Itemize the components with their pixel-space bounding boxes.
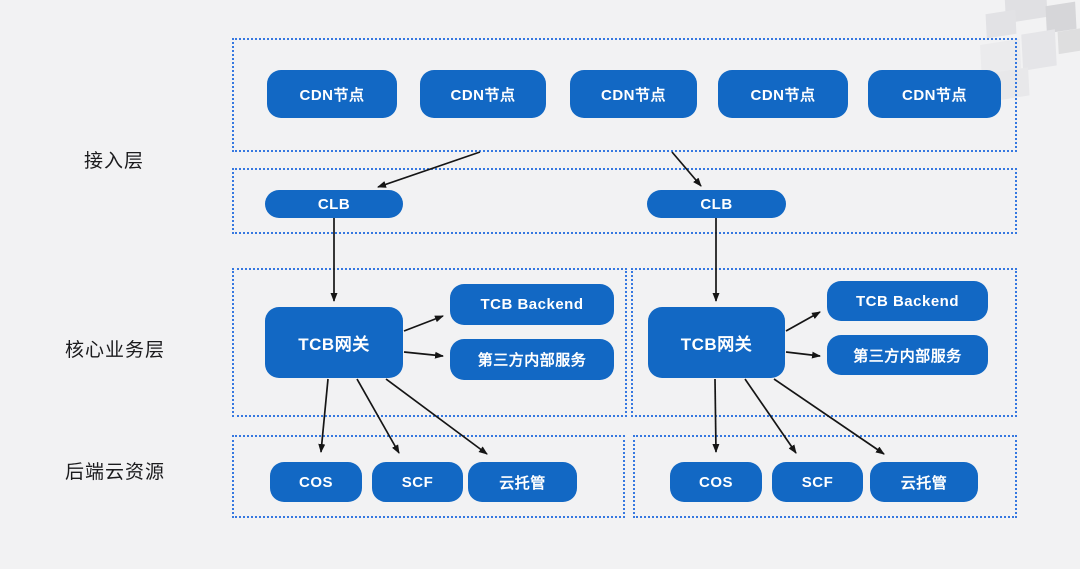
tcb-gateway-node: TCB网关 — [265, 307, 403, 378]
backend-right-container — [633, 435, 1017, 518]
scf-node: SCF — [772, 462, 863, 502]
cdn-node: CDN节点 — [868, 70, 1001, 118]
core-cluster-left-container — [232, 268, 627, 417]
scf-node: SCF — [372, 462, 463, 502]
cloud-run-node: 云托管 — [870, 462, 978, 502]
third-party-service-node: 第三方内部服务 — [827, 335, 988, 375]
tcb-gateway-node: TCB网关 — [648, 307, 785, 378]
core-cluster-right-container — [631, 268, 1017, 417]
backend-left-container — [232, 435, 625, 518]
clb-layer-container — [232, 168, 1017, 234]
clb-node: CLB — [647, 190, 786, 218]
cos-node: COS — [270, 462, 362, 502]
clb-node: CLB — [265, 190, 403, 218]
cdn-node: CDN节点 — [420, 70, 546, 118]
layer-label-access: 接入层 — [84, 151, 145, 172]
tcb-backend-node: TCB Backend — [450, 284, 614, 325]
cos-node: COS — [670, 462, 762, 502]
cdn-layer-container — [232, 38, 1017, 152]
tcb-backend-node: TCB Backend — [827, 281, 988, 321]
cdn-node: CDN节点 — [267, 70, 397, 118]
cloud-run-node: 云托管 — [468, 462, 577, 502]
cdn-node: CDN节点 — [718, 70, 848, 118]
cdn-node: CDN节点 — [570, 70, 697, 118]
layer-label-core: 核心业务层 — [65, 340, 166, 361]
layer-label-backend: 后端云资源 — [65, 462, 166, 483]
third-party-service-node: 第三方内部服务 — [450, 339, 614, 380]
